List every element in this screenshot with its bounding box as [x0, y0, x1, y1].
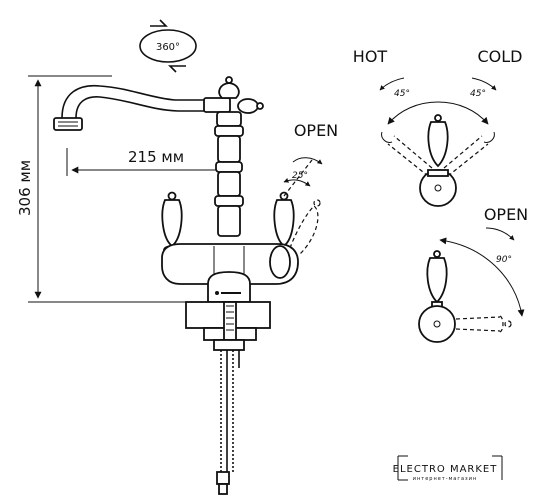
- faucet-side-view: [53, 76, 321, 495]
- hot-label: HOT: [353, 47, 388, 66]
- logo-subtitle: интернет-магазин: [413, 476, 477, 482]
- reach-label: 215 мм: [128, 148, 184, 166]
- open-front-angle: 90°: [496, 255, 512, 265]
- height-dimension: 306 мм: [16, 75, 190, 303]
- open-front-handle-view: OPEN 90°: [418, 205, 528, 343]
- cold-angle: 45°: [470, 89, 486, 99]
- electro-market-logo: ELECTRO MARKET интернет-магазин: [393, 455, 503, 482]
- reach-dimension: 215 мм: [66, 148, 229, 176]
- height-label: 306 мм: [16, 160, 34, 216]
- open-side-annotation: OPEN 25°: [283, 121, 338, 197]
- rotation-360-icon: 360°: [139, 19, 197, 73]
- logo-title: ELECTRO MARKET: [393, 464, 498, 475]
- cold-label: COLD: [478, 47, 523, 66]
- open-side-angle: 25°: [292, 171, 308, 181]
- open-side-label: OPEN: [294, 121, 338, 140]
- hot-angle: 45°: [394, 89, 410, 99]
- open-front-label: OPEN: [484, 205, 528, 224]
- hot-cold-handle-view: HOT COLD 45° 45°: [353, 47, 523, 207]
- rotation-label: 360°: [156, 42, 180, 53]
